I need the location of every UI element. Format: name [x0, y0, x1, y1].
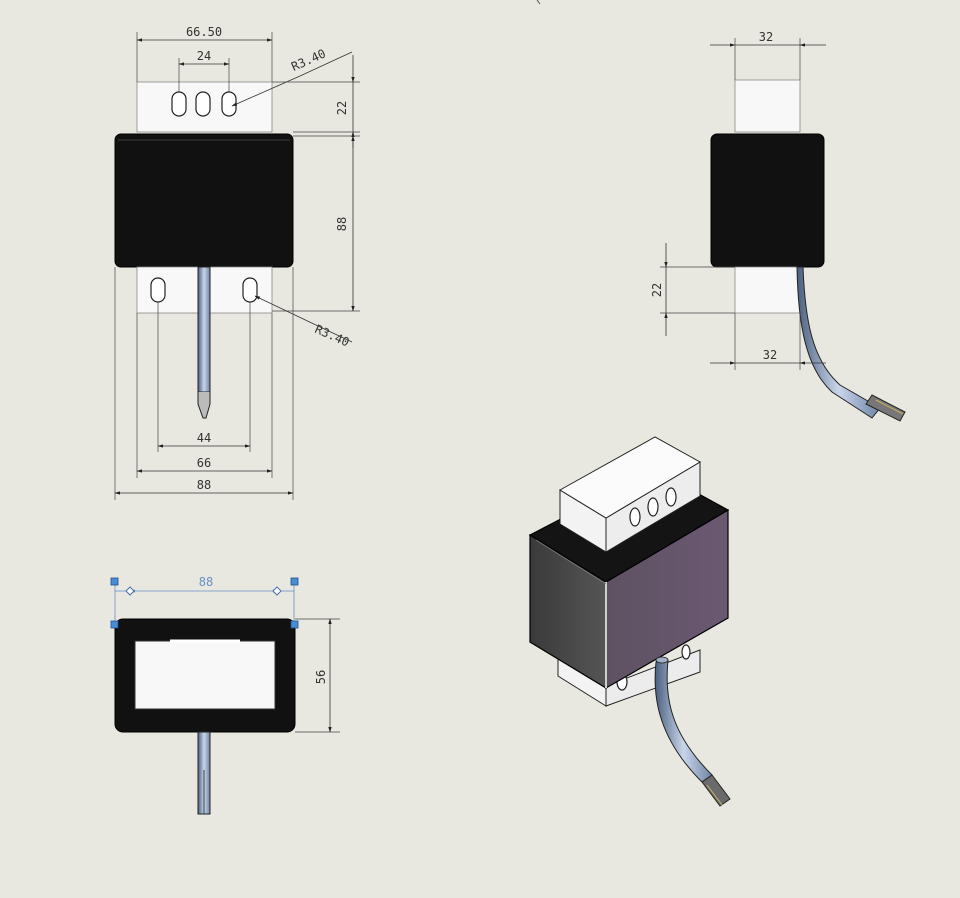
side-bottom-block: [734, 266, 801, 314]
front-bottom-slot-left: [150, 277, 166, 303]
side-view: 32 22 32: [650, 30, 906, 422]
dim-handle-bottom-right[interactable]: [290, 620, 299, 629]
iso-slot-3: [665, 487, 677, 507]
dim-front-height-body: 88: [335, 217, 349, 231]
bottom-window: [134, 640, 276, 710]
dim-bottom-width[interactable]: 88: [199, 575, 213, 589]
dim-front-radius-bottom: R3.40: [313, 322, 352, 349]
dim-front-span-66: 66: [197, 456, 211, 470]
bottom-view: 88 56: [110, 575, 340, 815]
front-cable: [197, 266, 211, 393]
side-top-block: [734, 79, 801, 133]
iso-top-block-top: [559, 436, 702, 519]
dim-side-width-top: 32: [759, 30, 773, 44]
dim-side-height-block: 22: [650, 283, 664, 297]
front-slot-mid: [195, 91, 211, 117]
dim-front-radius-top: R3.40: [289, 46, 328, 73]
dim-handle-diamond-left[interactable]: [125, 586, 135, 596]
front-slot-right: [221, 91, 237, 117]
dim-front-span-88: 88: [197, 478, 211, 492]
side-body: [710, 133, 825, 268]
dim-handle-diamond-right[interactable]: [272, 586, 282, 596]
front-slot-left: [171, 91, 187, 117]
dim-bottom-height: 56: [314, 670, 328, 684]
sheet-marker: [536, 0, 541, 5]
dim-front-span-44: 44: [197, 431, 211, 445]
dim-front-width-top: 66.50: [186, 25, 222, 39]
front-view: 66.50 24 R3.40 22 88 R3.40 44: [114, 25, 360, 500]
side-cable: [796, 266, 881, 419]
dim-front-height-block: 22: [335, 101, 349, 115]
iso-slot-2: [647, 497, 659, 517]
dim-handle-top-right[interactable]: [290, 577, 299, 586]
dim-handle-bottom-left[interactable]: [110, 620, 119, 629]
iso-slot-1: [629, 507, 641, 527]
front-bottom-slot-right: [242, 277, 258, 303]
dim-side-width-bottom: 32: [763, 348, 777, 362]
isometric-view: [528, 436, 731, 807]
dim-front-slot-spacing: 24: [197, 49, 211, 63]
dim-handle-top-left[interactable]: [110, 577, 119, 586]
front-body: [114, 133, 294, 268]
